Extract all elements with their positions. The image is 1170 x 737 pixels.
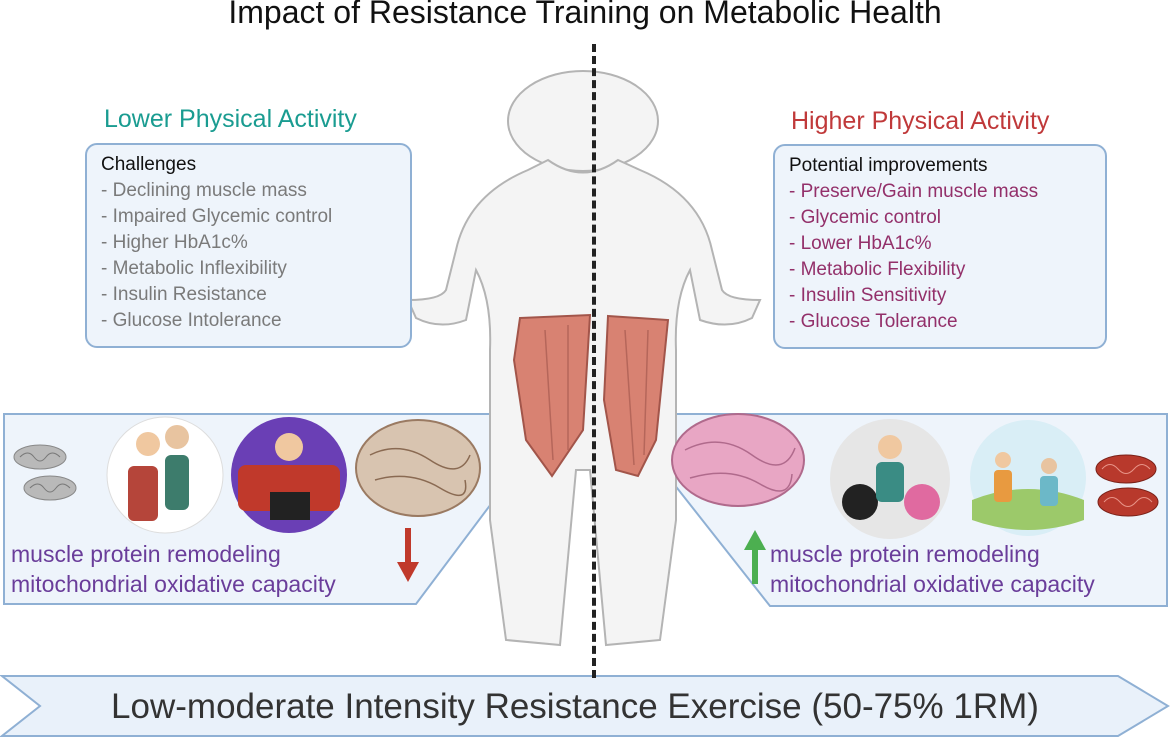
list-item: - Impaired Glycemic control <box>101 206 333 227</box>
couch-gaming-icon <box>231 417 347 533</box>
thigh-muscle-icon <box>512 313 670 478</box>
bottom-banner-label: Low-moderate Intensity Resistance Exerci… <box>111 687 1039 726</box>
muscle-cross-section-icon <box>671 413 805 507</box>
right-remodeling-text: muscle protein remodeling mitochondrial … <box>770 539 1095 599</box>
list-item: - Declining muscle mass <box>101 180 307 201</box>
elderly-couple-icon <box>106 416 224 534</box>
list-item: - Glucose Intolerance <box>101 310 282 331</box>
up-arrow-icon <box>744 530 766 584</box>
oxidative-line: mitochondrial oxidative capacity <box>11 571 336 597</box>
oxidative-line: mitochondrial oxidative capacity <box>770 571 1095 597</box>
bottom-banner-shape <box>0 675 1170 737</box>
mitochondria-icon <box>1095 454 1159 517</box>
list-item: - Insulin Sensitivity <box>789 285 947 306</box>
down-arrow-icon <box>397 528 419 582</box>
list-item: - Insulin Resistance <box>101 284 267 305</box>
right-column-title: Higher Physical Activity <box>791 107 1050 135</box>
list-item: - Preserve/Gain muscle mass <box>789 181 1039 202</box>
improvements-heading: Potential improvements <box>789 155 988 176</box>
list-item: - Glucose Tolerance <box>789 311 958 332</box>
left-remodeling-text: muscle protein remodeling mitochondrial … <box>11 539 336 599</box>
page-title: Impact of Resistance Training on Metabol… <box>228 0 942 30</box>
outdoor-exercise-icon <box>970 420 1086 536</box>
list-item: - Metabolic Inflexibility <box>101 258 287 279</box>
remodeling-line: muscle protein remodeling <box>11 541 281 567</box>
list-item: - Glycemic control <box>789 207 942 228</box>
list-item: - Lower HbA1c% <box>789 233 932 254</box>
challenges-box: Challenges - Declining muscle mass - Imp… <box>85 143 412 348</box>
left-column-title: Lower Physical Activity <box>104 105 357 133</box>
gym-person-icon <box>830 419 950 539</box>
muscle-cross-section-icon <box>355 419 481 517</box>
center-divider <box>592 44 596 678</box>
remodeling-line: muscle protein remodeling <box>770 541 1040 567</box>
list-item: - Metabolic Flexibility <box>789 259 966 280</box>
mitochondria-icon <box>13 444 77 501</box>
list-item: - Higher HbA1c% <box>101 232 248 253</box>
challenges-heading: Challenges <box>101 154 197 175</box>
improvements-box: Potential improvements - Preserve/Gain m… <box>773 144 1107 349</box>
